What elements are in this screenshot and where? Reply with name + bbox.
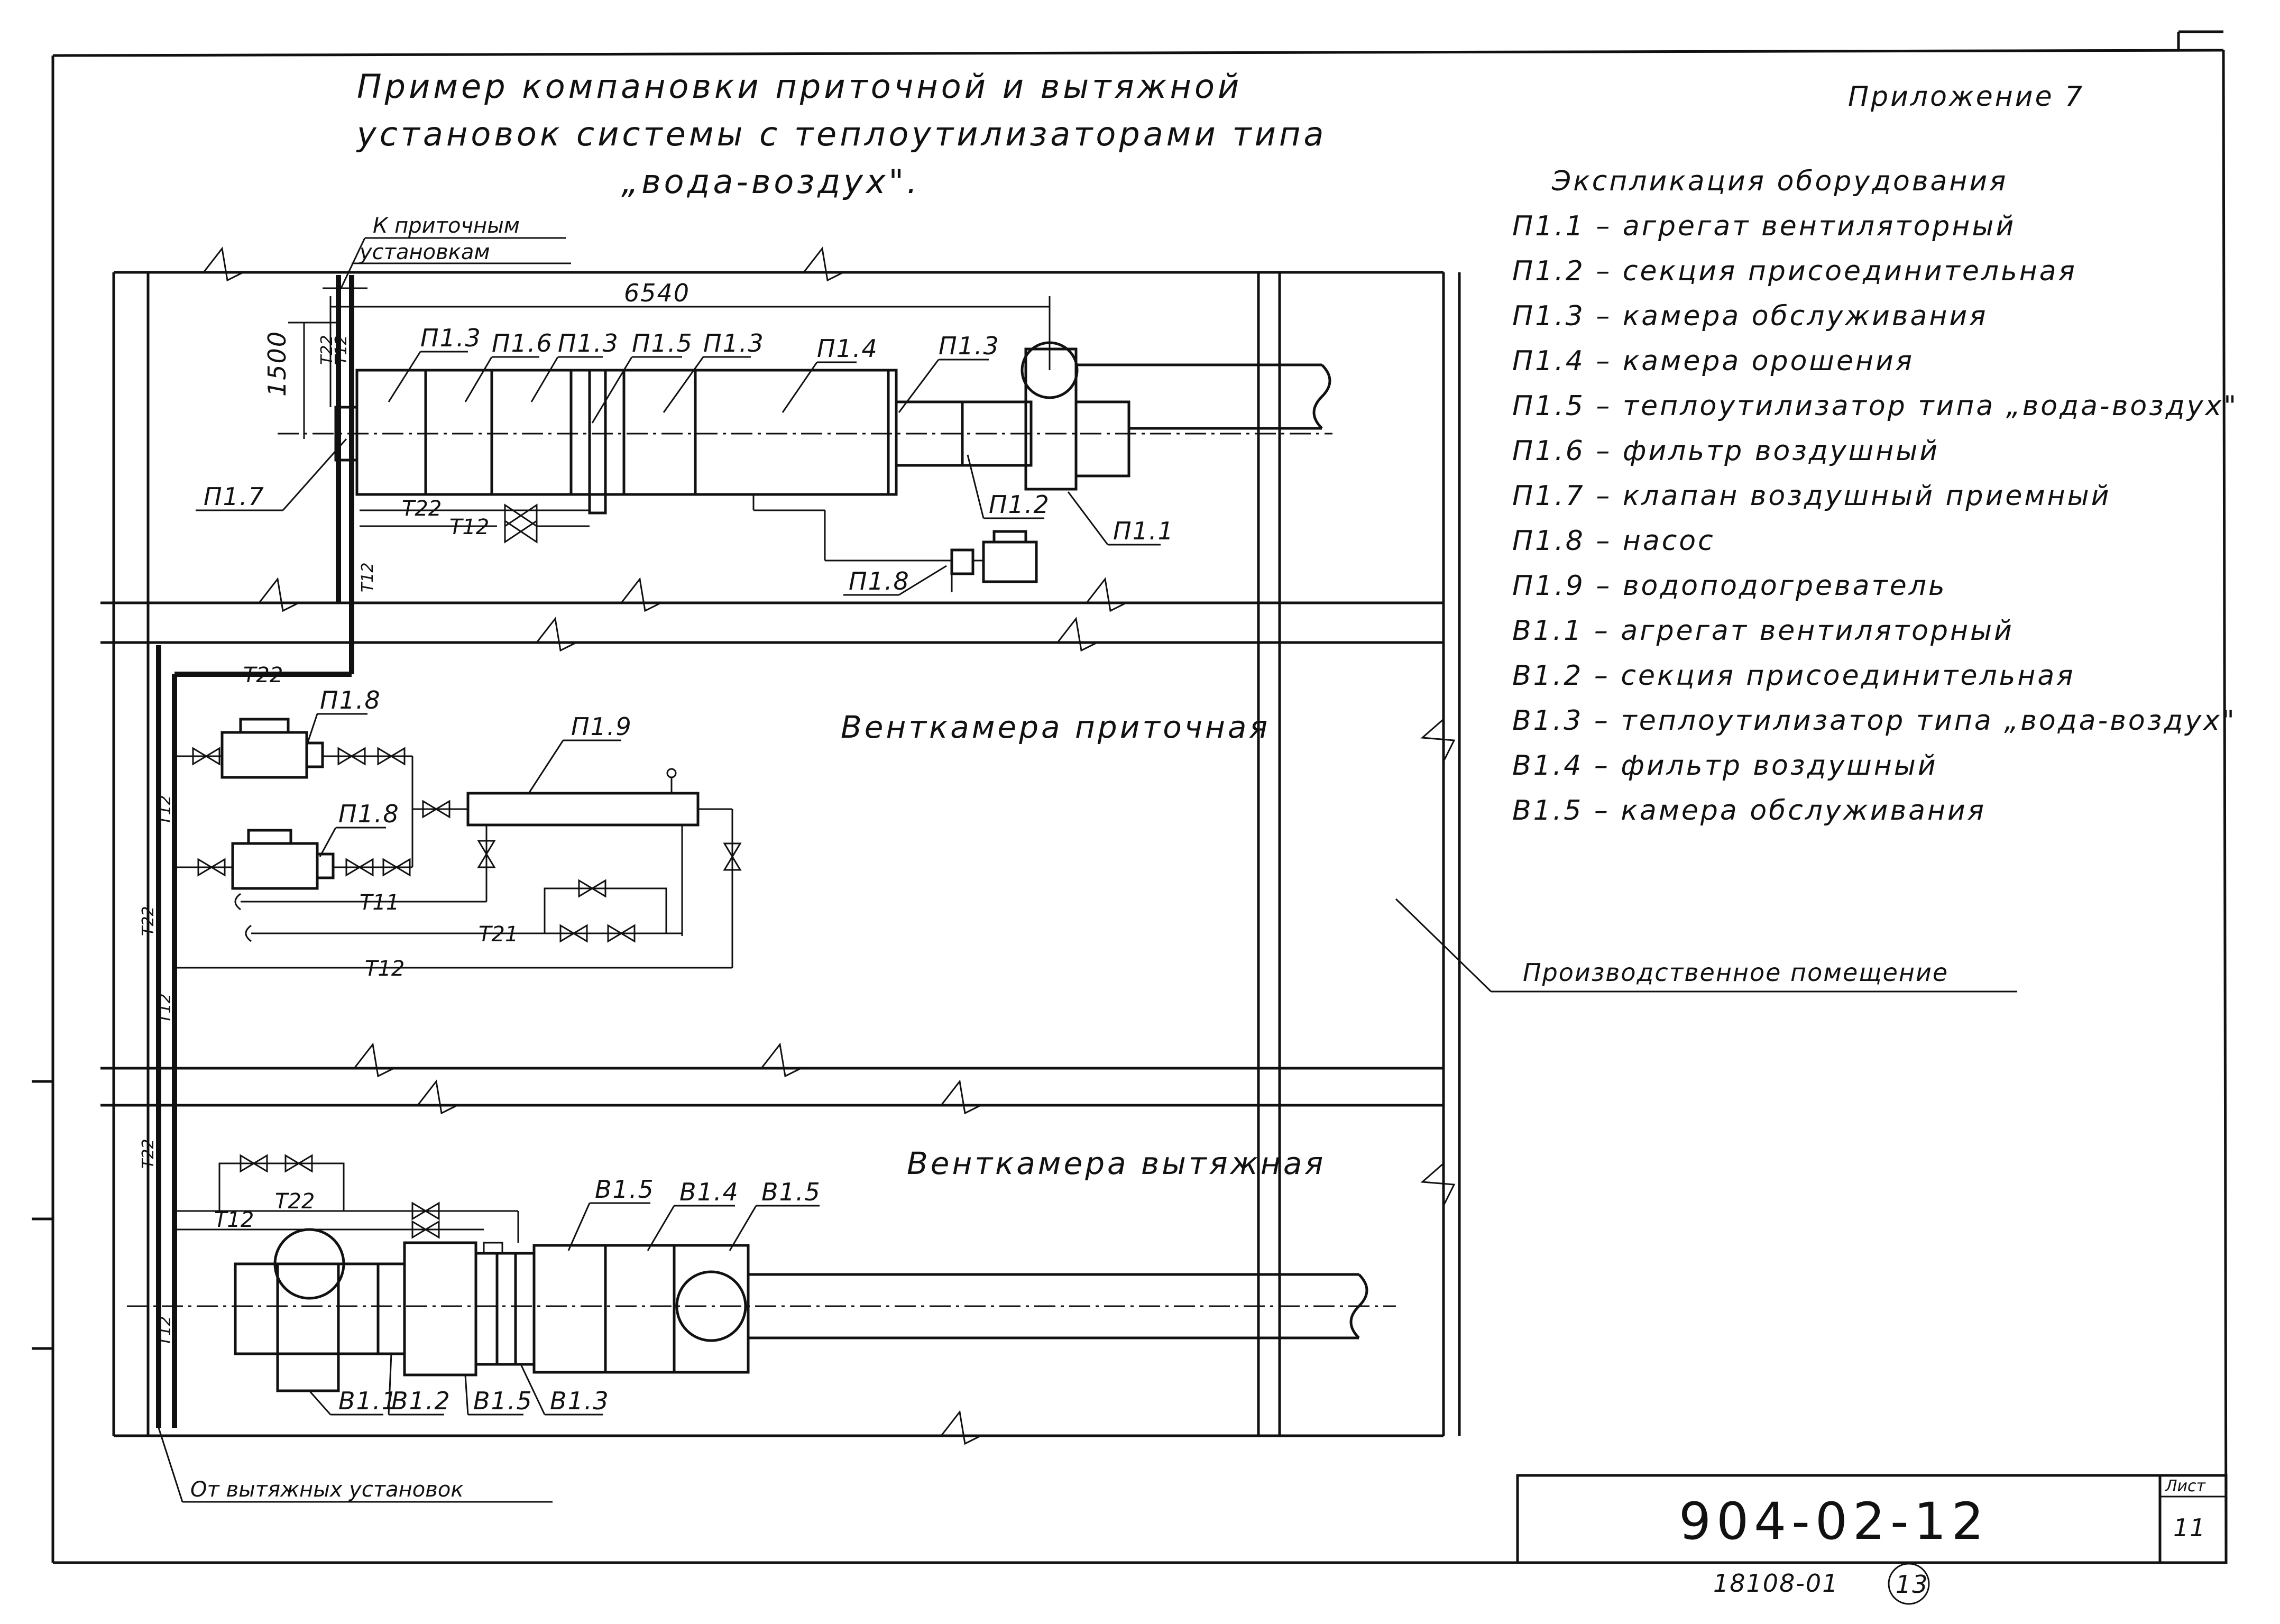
document-code: 904-02-12 [1679,1492,1989,1551]
supply-room-equipment: Т11 Т21 Т12 П1.8 П1.8 П1.9 [174,686,742,981]
room-label-production: Производственное помещение [1523,958,1948,987]
explication-item: П1.7 – клапан воздушный приемный [1512,480,2111,512]
explication-item: В1.1 – агрегат вентиляторный [1512,615,2014,647]
to-supply-line-1: К приточным [373,214,520,238]
explication-item: П1.6 – фильтр воздушный [1512,435,1939,467]
appendix-label: Приложение 7 [1848,81,2084,113]
explication-item: В1.5 – камера обслуживания [1512,795,1986,827]
pipe-label-t12-bot: Т12 [214,1208,254,1232]
explication-item: В1.4 – фильтр воздушный [1512,750,1938,782]
riser-label-t12-b: Т12 [358,563,377,593]
label-b15a: В1.5 [595,1175,655,1204]
explication-item: П1.3 – камера обслуживания [1512,300,1988,332]
explication-title: Экспликация оборудования [1551,166,2008,197]
riser-label-t22-low: Т22 [139,1139,158,1169]
stamp: 904-02-12 Лист 11 18108-01 13 [1516,1474,2228,1605]
vertical-risers: Т22 Т12 Т12 Т22 Т22 Т12 Т12 Т22 Т12 [139,275,377,1428]
riser-label-t12-bot: Т12 [156,1316,174,1346]
label-p16: П1.6 [492,329,553,357]
exhaust-filter-b14 [673,1244,750,1374]
pipe-label-t12-mid: Т12 [365,957,404,981]
inventory-circle-number: 13 [1896,1570,1929,1599]
connecting-section-p12 [961,400,1033,467]
label-p18a: П1.8 [849,567,910,595]
riser-label-t22-mid: Т22 [139,906,158,937]
dimension-height: 1500 [263,331,291,397]
explication-item: П1.8 – насос [1512,525,1715,557]
exhaust-air-handling-unit: Т22 Т12 [127,1154,1396,1392]
label-p18c: П1.8 [338,800,400,828]
label-p14: П1.4 [817,334,878,363]
explication-item: В1.2 – секция присоединительная [1512,660,2075,692]
label-p19: П1.9 [571,712,632,741]
supply-air-handling-unit [278,341,1332,592]
label-p13a: П1.3 [420,324,482,352]
explication-item: П1.4 – камера орошения [1512,345,1914,377]
heat-recovery-b13 [474,1252,536,1366]
title-line-2: установок системы с теплоутилизаторами т… [356,115,1327,153]
from-exhaust-note: От вытяжных установок [158,1427,553,1503]
pipe-label-t22-mid: Т22 [243,663,283,687]
riser-label-t12: Т12 [332,335,351,365]
room-label-supply: Венткамера приточная [841,709,1270,745]
label-p18b: П1.8 [320,686,381,714]
pipe-label-t21: Т21 [479,922,518,947]
title-line-3: „вода-воздух". [621,162,921,201]
pump-p18-lower [231,842,319,890]
inventory-number: 18108-01 [1713,1569,1838,1598]
label-p13c: П1.3 [703,329,765,357]
building-walls [100,246,1461,1445]
supply-unit-body [355,369,898,496]
label-b12: В1.2 [391,1387,451,1415]
label-b15b: В1.5 [761,1178,821,1206]
label-b11: В1.1 [338,1387,398,1415]
explication-item: В1.3 – теплоутилизатор типа „вода-воздух… [1512,705,2237,737]
label-p13b: П1.3 [558,329,619,357]
riser-label-t22: Т22 [318,335,336,365]
riser-label-t12-low: Т12 [156,994,174,1024]
explication-item: П1.5 – теплоутилизатор типа „вода-воздух… [1512,390,2238,422]
pipe-label-t12-top: Т12 [449,515,489,539]
to-supply-note: К приточным установкам [340,214,571,289]
label-p11: П1.1 [1113,517,1174,545]
label-p13d: П1.3 [939,332,1000,360]
to-supply-line-2: установкам [359,240,490,264]
exhaust-fan-housing [234,1262,380,1355]
label-b14: В1.4 [679,1178,739,1206]
label-p12: П1.2 [989,490,1050,519]
pipe-label-t11: Т11 [360,891,399,915]
explication: Экспликация оборудования П1.1 – агрегат … [1512,166,2238,827]
supply-dimensions: 6540 1500 [263,279,1051,439]
pipe-label-t22-top: Т22 [402,497,442,521]
drawing-frame [51,30,2228,1564]
sheet-number: 11 [2173,1513,2207,1542]
label-b15c: В1.5 [473,1387,533,1415]
pipe-label-t22-bot: Т22 [275,1189,315,1214]
from-exhaust-label: От вытяжных установок [190,1478,463,1502]
connecting-section-b12 [376,1262,406,1355]
explication-item: П1.9 – водоподогреватель [1512,570,1947,602]
label-b13: В1.3 [550,1387,610,1415]
title-line-1: Пример компановки приточной и вытяжной [357,67,1242,106]
explication-item: П1.2 – секция присоединительная [1512,255,2077,287]
explication-item: П1.1 – агрегат вентиляторный [1512,210,2016,242]
dimension-length: 6540 [624,279,690,307]
exhaust-labels: В1.5 В1.4 В1.5 В1.1 В1.2 В1.5 В1.3 [308,1175,821,1416]
pump-p18-upper [220,731,308,779]
exhaust-body-b15 [403,1241,477,1377]
production-room-callout: Производственное помещение [1395,898,2017,993]
supply-labels: П1.3 П1.6 П1.3 П1.5 П1.3 П1.4 П1.3 П1.7 … [196,324,1174,596]
supply-pipes-top: Т22 Т12 [360,497,590,544]
water-heater-p19 [466,792,700,827]
title-block: Пример компановки приточной и вытяжной у… [356,67,2084,201]
room-label-exhaust: Венткамера вытяжная [907,1145,1326,1181]
riser-label-t12-mid: Т12 [156,795,174,825]
label-p17: П1.7 [204,482,265,511]
sheet-label: Лист [2165,1477,2207,1495]
label-p15: П1.5 [632,329,693,357]
